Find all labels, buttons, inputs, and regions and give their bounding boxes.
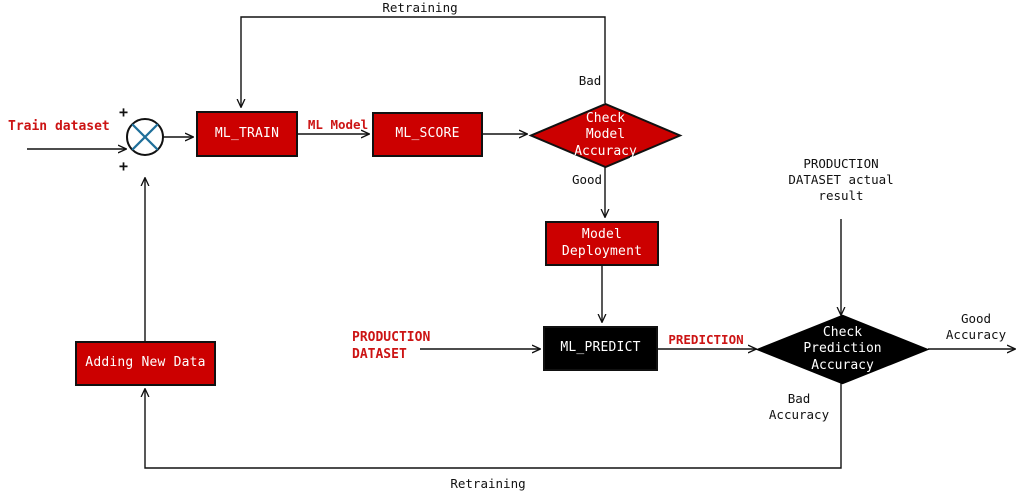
label-production-dataset: PRODUCTION DATASET	[352, 330, 431, 362]
node-ml-score[interactable]: ML_SCORE	[372, 112, 483, 157]
edge-retraining-top	[241, 16, 606, 107]
label-bad-model-accuracy: Bad	[578, 73, 602, 88]
label-ml-model: ML Model	[307, 117, 369, 132]
node-ml-predict[interactable]: ML_PREDICT	[543, 326, 658, 371]
label-retraining-bottom: Retraining	[450, 476, 526, 491]
label-good-accuracy: Good Accuracy	[945, 311, 1007, 342]
label-prediction: PREDICTION	[668, 332, 744, 347]
node-adding-new-data[interactable]: Adding New Data	[75, 341, 216, 386]
label-production-dataset-actual-result: PRODUCTION DATASET actual result	[788, 156, 894, 203]
edge-retraining-bottom	[145, 383, 842, 469]
node-model-deployment[interactable]: Model Deployment	[545, 221, 659, 266]
node-ml-train[interactable]: ML_TRAIN	[196, 111, 298, 157]
node-check-model-accuracy[interactable]: Check Model Accuracy	[528, 102, 683, 169]
node-check-prediction-accuracy[interactable]: Check Prediction Accuracy	[755, 314, 930, 385]
plus-sign-bottom: +	[119, 157, 129, 175]
label-bad-accuracy: Bad Accuracy	[768, 391, 830, 422]
plus-sign-top: +	[119, 103, 129, 121]
label-retraining-top: Retraining	[382, 0, 458, 15]
summing-junction	[125, 117, 165, 157]
label-train-dataset: Train dataset	[8, 119, 110, 134]
label-good-model-accuracy: Good	[571, 172, 603, 187]
